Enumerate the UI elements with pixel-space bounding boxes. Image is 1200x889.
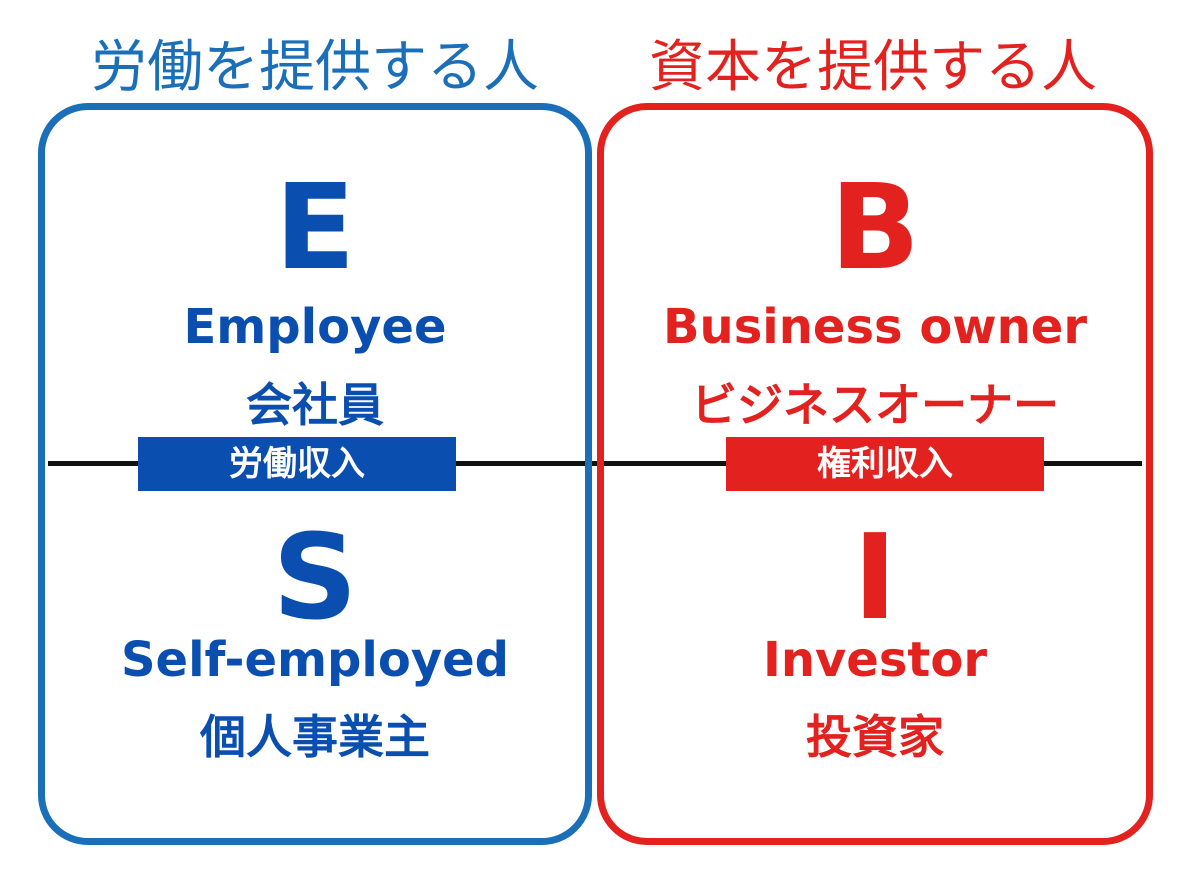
business-owner-label-jp: ビジネスオーナー [691, 378, 1059, 432]
self-employed-label-jp: 個人事業主 [200, 710, 430, 764]
quadrant-letter-s: S [272, 508, 358, 646]
quadrant-letter-e: E [274, 158, 356, 296]
employee-label-jp: 会社員 [246, 378, 384, 432]
investor-label-jp: 投資家 [806, 710, 944, 764]
rights-income-tag: 権利収入 [726, 437, 1044, 491]
quadrant-letter-b: B [830, 158, 920, 296]
employee-label: Employee [183, 299, 447, 355]
quadrant-letter-i: I [853, 508, 897, 646]
labor-income-tag: 労働収入 [138, 437, 456, 491]
business-owner-label: Business owner [662, 299, 1088, 355]
self-employed-label: Self-employed [120, 632, 510, 688]
labor-header: 労働を提供する人 [91, 35, 539, 100]
divider-line [48, 461, 1142, 466]
capital-header: 資本を提供する人 [649, 35, 1097, 100]
investor-label: Investor [762, 632, 988, 688]
capital-box [597, 103, 1153, 845]
labor-box [38, 103, 592, 845]
